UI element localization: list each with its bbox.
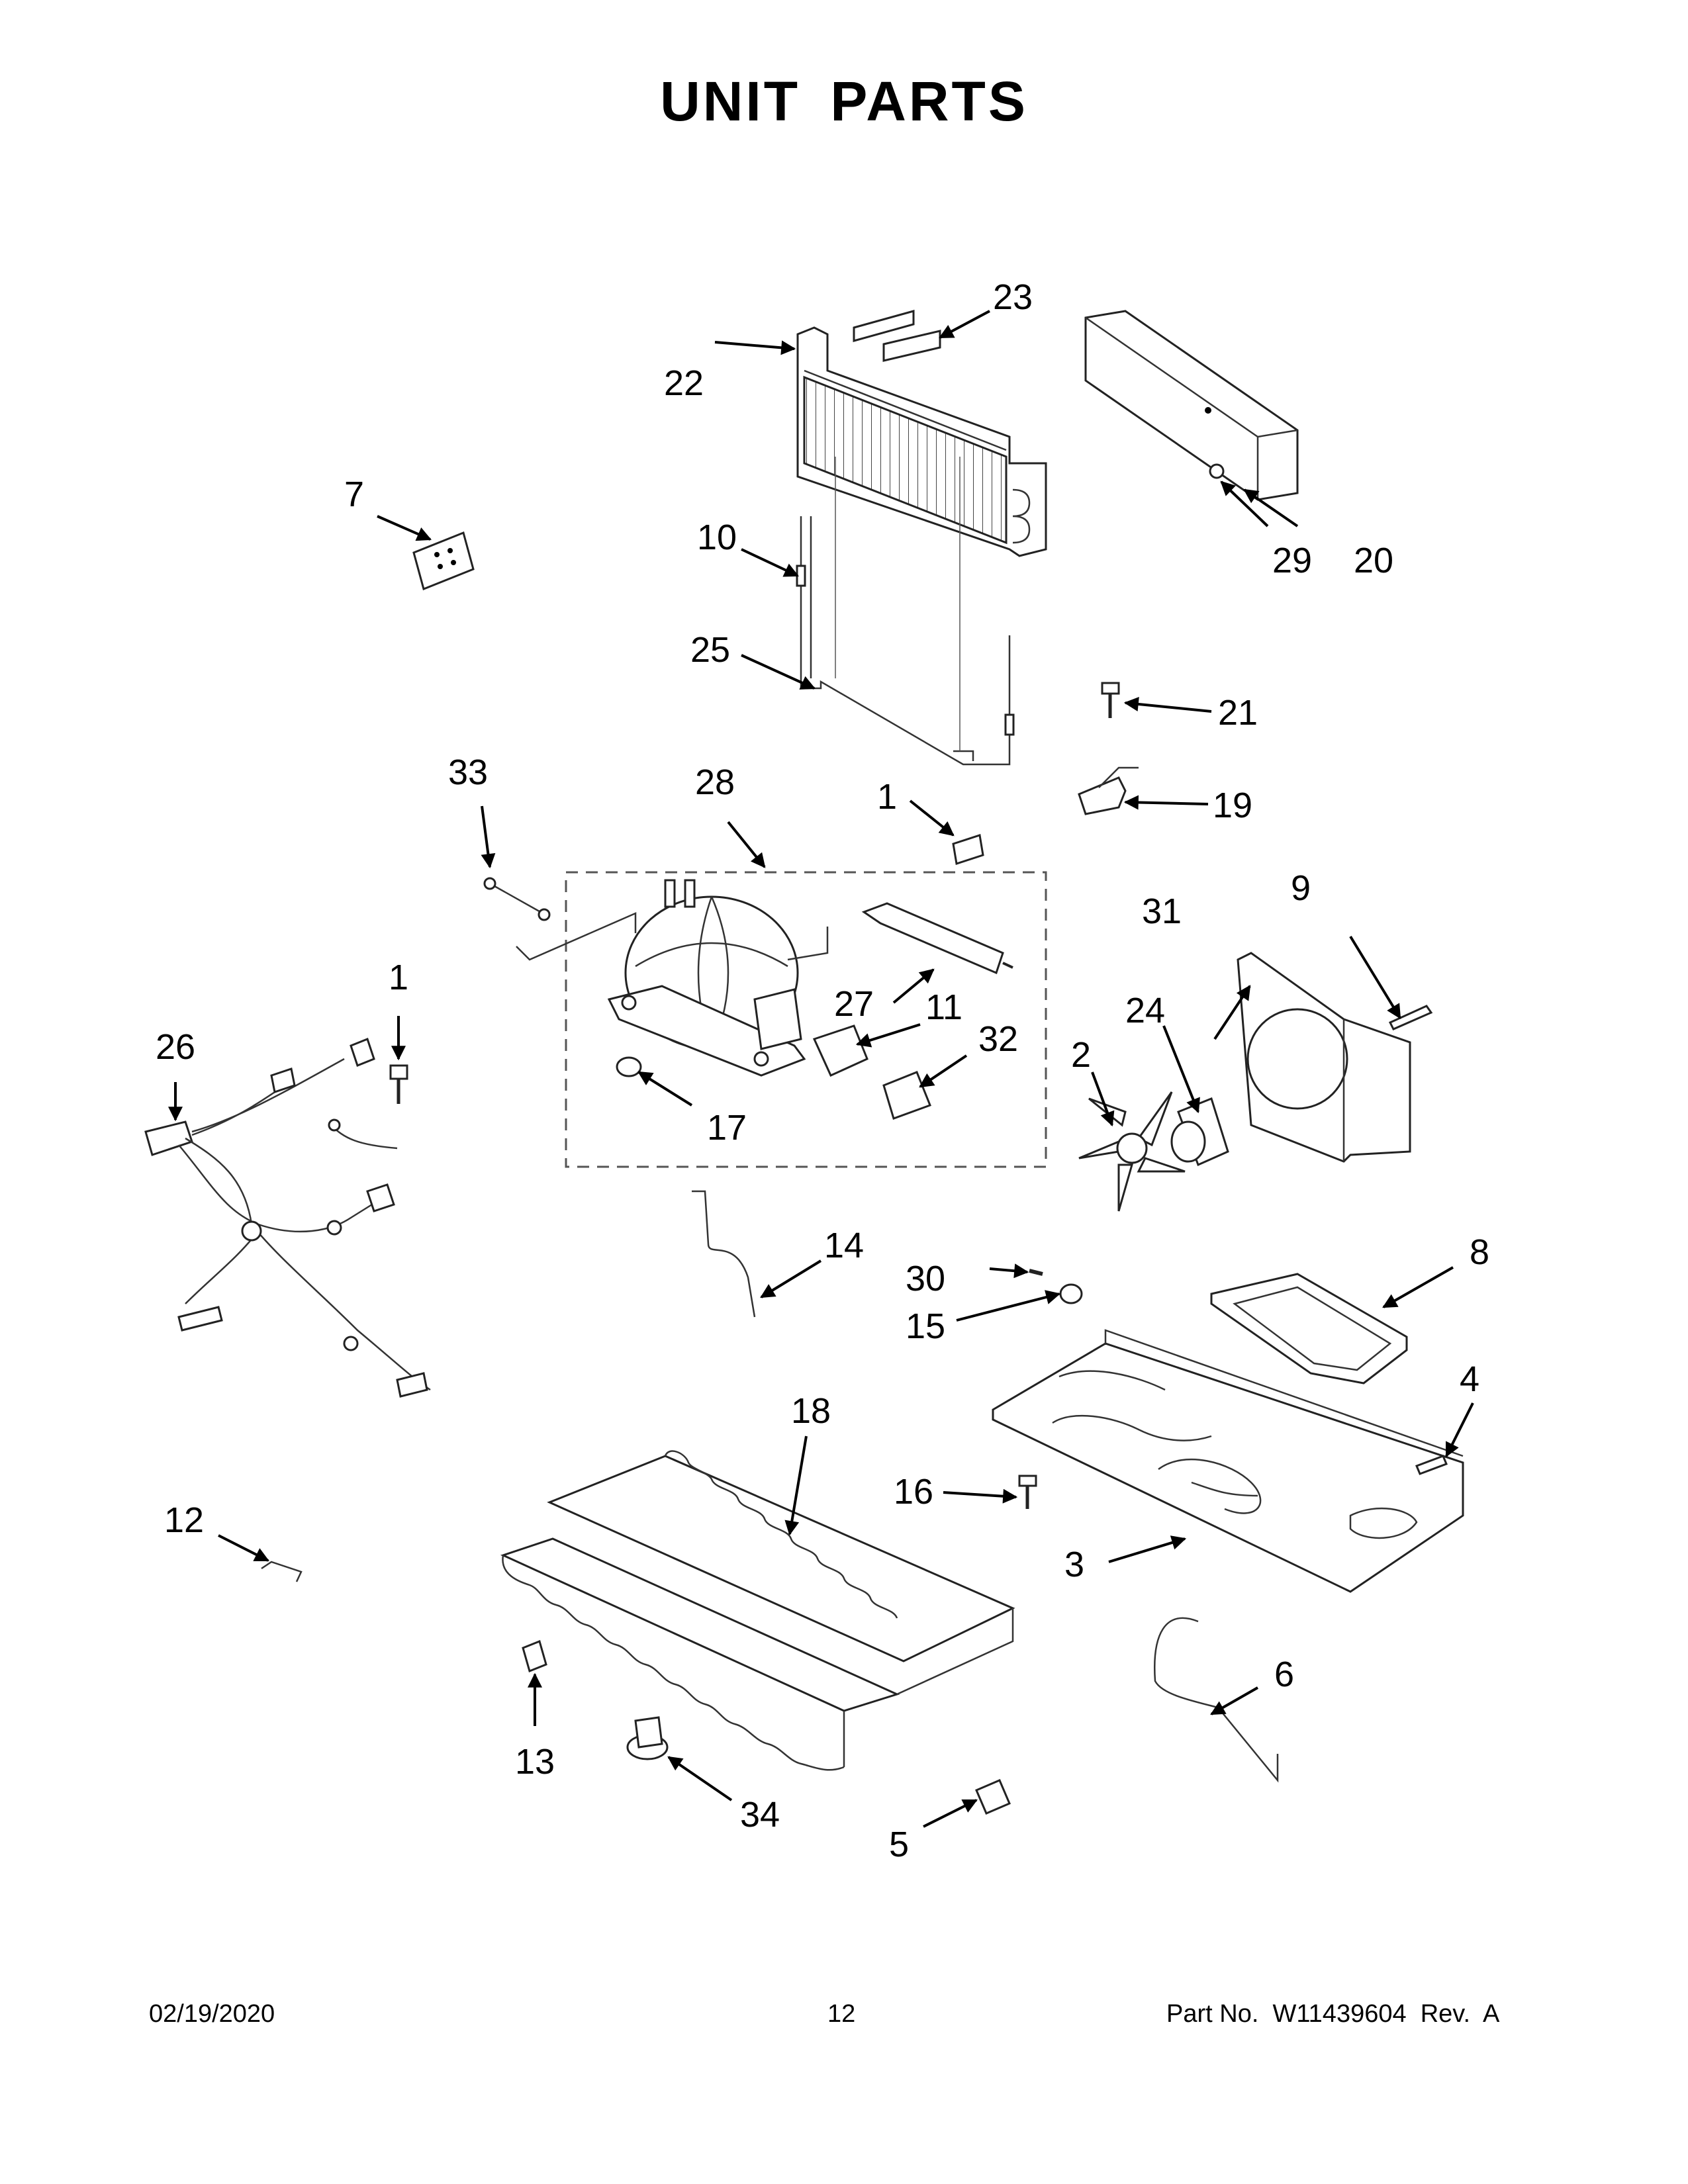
callout-8: 8: [1470, 1232, 1489, 1272]
callout-23: 23: [993, 277, 1033, 317]
spacer-drawing: [975, 1779, 1011, 1815]
callout-30: 30: [906, 1259, 945, 1298]
grommet-drawing: [952, 834, 984, 865]
screw-16-drawing: [1018, 1475, 1037, 1509]
callout-32: 32: [978, 1019, 1018, 1059]
callout-34: 34: [740, 1795, 780, 1835]
callout-19: 19: [1213, 786, 1252, 825]
callout-1-top: 1: [877, 777, 897, 817]
drier-drawing: [861, 902, 1013, 975]
callout-14: 14: [824, 1226, 864, 1265]
callout-33: 33: [448, 752, 488, 792]
fan-blade-drawing: [1078, 1091, 1186, 1212]
callout-6: 6: [1274, 1655, 1294, 1694]
callout-labels: 1 1 2 3 4 5 6 7 8 9 10 11 12 13 14 15 16…: [156, 277, 1489, 1864]
relay-drawing: [812, 1024, 931, 1120]
base-plate-drawing: [992, 1329, 1464, 1593]
callout-22: 22: [664, 363, 704, 403]
callout-5: 5: [889, 1825, 909, 1864]
callout-12: 12: [164, 1500, 204, 1540]
callout-7: 7: [344, 475, 364, 514]
callout-11: 11: [925, 987, 962, 1027]
evaporator-drawing: [500, 1450, 1015, 1771]
clip-12-drawing: [261, 1561, 303, 1582]
callout-21: 21: [1218, 693, 1258, 733]
callout-2: 2: [1071, 1035, 1091, 1075]
callout-10: 10: [697, 518, 737, 557]
label-drawing: [882, 330, 941, 362]
grommet-lower-drawing: [616, 1056, 642, 1077]
bracket-drawing: [1210, 1273, 1408, 1385]
compressor-drawing: [607, 879, 829, 1077]
callout-25: 25: [690, 630, 730, 670]
callout-28: 28: [695, 762, 735, 802]
footer-page-number: 12: [827, 2000, 856, 2028]
footer-date: 02/19/2020: [149, 2000, 275, 2028]
callout-18: 18: [791, 1391, 831, 1431]
screw-4-drawing: [1415, 1455, 1448, 1475]
fan-motor-drawing: [1170, 1097, 1229, 1167]
wire-harness-drawing: [144, 1038, 431, 1398]
callout-29: 29: [1272, 541, 1312, 580]
drain-tube-drawing: [692, 1190, 756, 1318]
callout-31: 31: [1142, 891, 1182, 931]
callout-9: 9: [1291, 868, 1311, 908]
cover-drawing: [1084, 310, 1299, 501]
callout-24: 24: [1125, 991, 1165, 1030]
screw-right-drawing: [1388, 1005, 1433, 1030]
page-title: UNIT PARTS: [660, 70, 1028, 132]
strap-drawing: [483, 877, 637, 961]
footer-part-number: Part No. W11439604 Rev. A: [1166, 2000, 1500, 2028]
screw-left-drawing: [389, 1064, 408, 1104]
callout-13: 13: [515, 1742, 555, 1782]
callout-15: 15: [906, 1306, 945, 1346]
callout-16: 16: [894, 1472, 933, 1512]
leader-lines: [168, 310, 1474, 1828]
thermostat-drawing: [626, 1716, 669, 1760]
panel-drawing: [412, 531, 475, 591]
condenser-drawing: [796, 310, 1047, 557]
callout-3: 3: [1064, 1545, 1084, 1584]
rod-drawing: [1154, 1617, 1279, 1783]
screw-and-clip-drawing: [1078, 682, 1139, 815]
compressor-group-box: [565, 871, 1047, 1168]
callout-1-left: 1: [389, 958, 408, 997]
callout-20: 20: [1354, 541, 1393, 580]
callout-4: 4: [1460, 1359, 1479, 1399]
callout-17: 17: [707, 1108, 747, 1148]
fan-shroud-drawing: [1237, 952, 1411, 1163]
callout-27: 27: [834, 984, 874, 1024]
callout-26: 26: [156, 1027, 195, 1067]
clip-13-drawing: [522, 1639, 547, 1673]
